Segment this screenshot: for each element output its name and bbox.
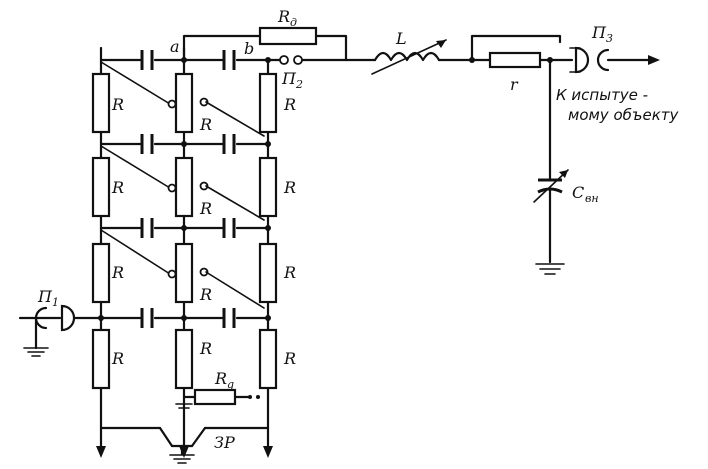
connector-p3 <box>569 46 660 74</box>
label-r: R <box>283 95 296 114</box>
label-r: R <box>283 349 296 368</box>
label-r: R <box>199 285 212 304</box>
label-rd-sub: д <box>290 16 297 29</box>
connector-p1 <box>18 304 76 357</box>
top-bus <box>99 34 377 62</box>
label-cvn: C <box>572 183 584 202</box>
label-small-r: r <box>510 75 519 94</box>
junction-dots <box>98 57 553 321</box>
inductor-l <box>371 39 492 75</box>
caption-line2: мому объекту <box>568 106 680 124</box>
resistor-r-branch <box>470 34 574 69</box>
label-r: R <box>283 178 296 197</box>
row-capacitors <box>140 134 236 328</box>
label-r: R <box>111 263 124 282</box>
labels: R R R R R R R R R R R R R д R g a b L r … <box>37 7 680 452</box>
label-p2: П <box>281 69 297 88</box>
capacitor-cvn <box>533 58 569 275</box>
label-switch-zr: ЗР <box>214 433 235 452</box>
label-r: R <box>199 339 212 358</box>
caption-line1: К испытуе - <box>556 86 648 104</box>
label-r: R <box>111 178 124 197</box>
row-capacitor-lines <box>68 142 270 320</box>
bottom-circuit <box>99 388 270 464</box>
label-r: R <box>199 115 212 134</box>
switch-contacts <box>100 61 265 309</box>
label-inductor: L <box>395 29 407 48</box>
label-r: R <box>199 199 212 218</box>
resistor-rg <box>193 388 237 406</box>
label-p1: П <box>37 287 53 306</box>
label-rg: R <box>214 369 227 388</box>
label-r: R <box>111 95 124 114</box>
label-cvn-sub: вн <box>585 192 599 205</box>
label-r: R <box>111 349 124 368</box>
label-rg-sub: g <box>227 378 234 391</box>
label-node-a: a <box>170 37 180 56</box>
label-p1-sub: 1 <box>52 296 59 309</box>
label-p2-sub: 2 <box>295 78 303 91</box>
output-arrows <box>96 446 273 458</box>
label-p3: П <box>591 23 607 42</box>
label-p3-sub: 3 <box>606 32 613 45</box>
label-node-b: b <box>244 39 254 58</box>
switch-p2 <box>279 55 303 65</box>
resistor-rd <box>258 26 318 46</box>
label-r: R <box>283 263 296 282</box>
top-capacitors <box>140 50 236 70</box>
label-rd: R <box>277 7 290 26</box>
